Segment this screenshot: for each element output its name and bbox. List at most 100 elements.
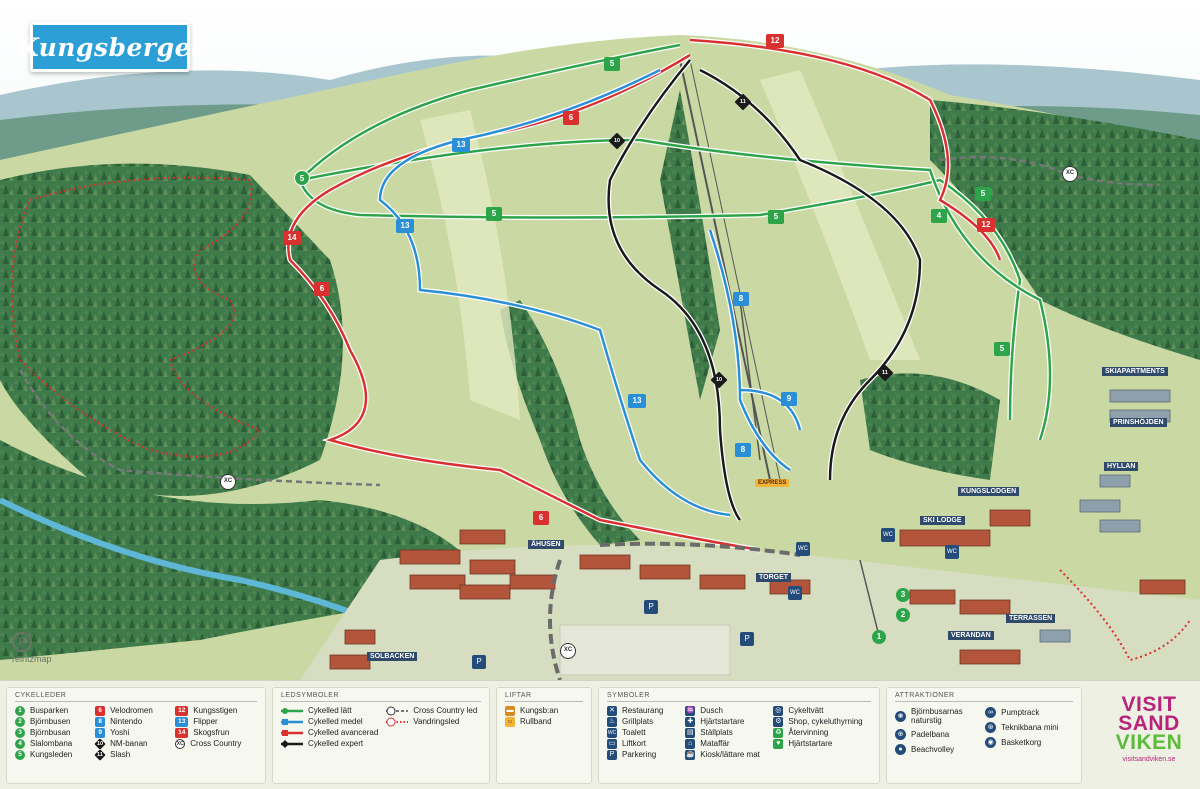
legend-item: ∞Pumptrack xyxy=(985,705,1073,720)
grill-icon: ♨ xyxy=(607,716,617,727)
trail-badge[interactable]: 6 xyxy=(533,511,549,525)
trail-badge[interactable]: 3 xyxy=(896,588,910,602)
wc-icon[interactable]: WC xyxy=(796,542,810,556)
legend-label: Toalett xyxy=(622,728,646,737)
legend-label: Nintendo xyxy=(110,717,143,726)
trail-badge[interactable]: 4 xyxy=(931,209,947,223)
wc-icon[interactable]: WC xyxy=(881,528,895,542)
legend-item: Cykelled avancerad xyxy=(281,727,378,738)
padel-icon: ⊕ xyxy=(895,729,906,740)
toilet-icon: WC xyxy=(607,727,617,738)
legend-item: WC Toalett xyxy=(607,727,677,738)
credit-text: reintzmap xyxy=(12,654,52,664)
beachvolley-icon: ● xyxy=(895,744,906,755)
legend-label: Padelbana xyxy=(911,730,950,739)
recycling-icon: ♻ xyxy=(773,727,784,738)
legend-item: ♻Återvinning xyxy=(773,727,871,738)
trail-badge[interactable]: 5 xyxy=(768,210,784,224)
parking-icon[interactable]: P xyxy=(740,632,754,646)
legend-label: Restaurang xyxy=(622,706,664,715)
trail-badge: 2 xyxy=(15,716,25,727)
kungsberget-logo: Kungsberget xyxy=(17,22,203,72)
trail-badge[interactable]: 5 xyxy=(994,342,1010,356)
xc-marker[interactable]: XC xyxy=(1062,166,1078,182)
trail-badge[interactable]: 13 xyxy=(396,219,414,233)
place-label: ÅHUSEN xyxy=(528,540,564,549)
place-label: VERANDAN xyxy=(948,631,994,640)
trail-badge: 6 xyxy=(95,705,106,716)
trail-badge[interactable]: 6 xyxy=(314,282,330,296)
xc-line-icon xyxy=(386,706,409,715)
legend-label: Parkering xyxy=(622,750,657,759)
trail-badge[interactable]: 9 xyxy=(781,392,797,406)
legend-item: ❀ Björnbusarnas naturstig xyxy=(895,705,977,727)
trail-badge[interactable]: 2 xyxy=(896,608,910,622)
trail-badge[interactable]: 13 xyxy=(628,394,646,408)
bike-wash-icon: ◎ xyxy=(773,705,784,716)
legend-label: Hjärtstartare xyxy=(700,717,745,726)
trail-badge: 1 xyxy=(15,705,25,716)
legend-label: Teknikbana mini xyxy=(1001,723,1059,732)
legend-label: Slalombana xyxy=(30,739,73,748)
black-trail-line-icon xyxy=(281,739,303,748)
place-label: SOLBACKEN xyxy=(367,652,418,661)
trail-badge[interactable]: 8 xyxy=(733,292,749,306)
legend-label: Pumptrack xyxy=(1001,708,1040,717)
legend-label: Björnbusarnas naturstig xyxy=(911,707,963,725)
legend-item: ⊕ Padelbana xyxy=(895,727,977,742)
place-label: PRINSHÖJDEN xyxy=(1110,418,1167,427)
trail-badge[interactable]: 14 xyxy=(283,231,301,245)
legend-label: Cykelled lätt xyxy=(308,706,352,715)
wc-icon[interactable]: WC xyxy=(945,545,959,559)
parking-icon[interactable]: P xyxy=(644,600,658,614)
xc-marker[interactable]: XC xyxy=(560,643,576,659)
legend-item: ◎Cykeltvätt xyxy=(773,705,871,716)
legend-label: Björnbusan xyxy=(30,728,71,737)
legend-label: Kungsleden xyxy=(30,750,73,759)
brand-url[interactable]: visitsandviken.se xyxy=(1122,756,1176,763)
basketball-icon: ◉ xyxy=(985,737,997,748)
hiking-line-icon xyxy=(386,717,409,726)
trail-badge[interactable]: 5 xyxy=(294,170,310,186)
trail-badge[interactable]: 12 xyxy=(977,218,995,232)
trail-badge[interactable]: 8 xyxy=(735,443,751,457)
trail-badge[interactable]: 12 xyxy=(766,34,784,48)
restaurant-icon: ✕ xyxy=(607,705,617,716)
red-trail-line-icon xyxy=(281,729,303,736)
place-label: KUNGSLODGEN xyxy=(958,487,1020,496)
legend-label: Rullband xyxy=(520,717,552,726)
trail-map: 5 5 5 5 5 5 4 12 12 6 6 6 14 13 13 13 8 … xyxy=(0,0,1200,680)
legend-attraktioner: ATTRAKTIONER ❀Björnbusarnas naturstig ⊕P… xyxy=(886,687,1082,784)
trail-badge[interactable]: 5 xyxy=(975,187,991,201)
legend-label: Skogsfrun xyxy=(193,728,230,737)
trail-badge[interactable]: 1 xyxy=(872,630,886,644)
trail-badge: 13 xyxy=(175,716,189,727)
trail-badge[interactable]: 13 xyxy=(452,138,470,152)
xc-marker[interactable]: XC xyxy=(220,474,236,490)
nature-trail-icon: ❀ xyxy=(895,710,906,722)
legend-label: Busparken xyxy=(30,706,69,715)
visit-sandviken-logo[interactable]: VISIT SAND VIKEN visitsandviken.se xyxy=(1105,694,1193,763)
parking-icon[interactable]: P xyxy=(472,655,486,669)
wc-icon[interactable]: WC xyxy=(788,586,802,600)
trail-badge[interactable]: 5 xyxy=(604,57,620,71)
chairlift-icon: ▬ xyxy=(505,705,515,716)
trail-badge[interactable]: 5 xyxy=(486,207,502,221)
legend-label: Vandringsled xyxy=(413,717,460,726)
legend-item: ♥Hjärtstartare xyxy=(773,738,871,749)
legend-label: Liftkort xyxy=(622,739,647,748)
trail-badge: 5 xyxy=(15,749,25,760)
legend-label: Shop, cykeluthyrning xyxy=(788,717,863,726)
legend-label: Björnbusen xyxy=(30,717,71,726)
trail-badge: 3 xyxy=(15,727,25,738)
trail-badge[interactable]: 6 xyxy=(563,111,579,125)
